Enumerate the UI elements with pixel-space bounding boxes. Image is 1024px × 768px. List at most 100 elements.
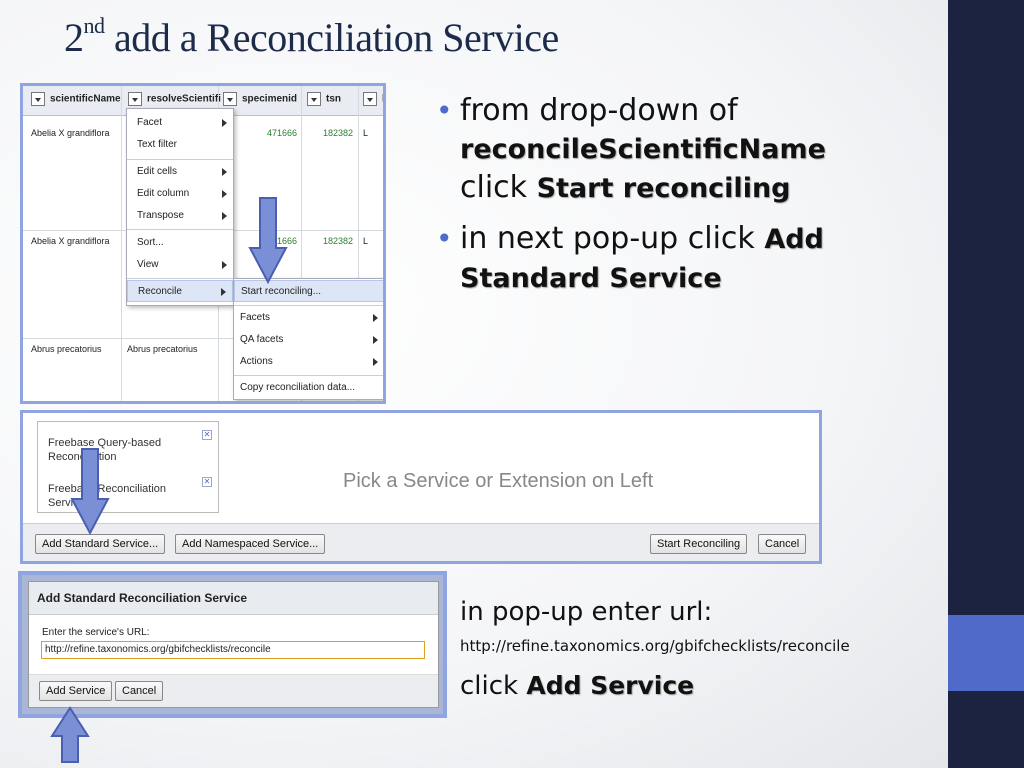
remove-service-icon[interactable]: ✕ (202, 477, 212, 487)
submenu-arrow-icon (222, 168, 227, 176)
title-ordinal: nd (83, 12, 106, 38)
column-label: resolveScientifi (147, 93, 221, 105)
url-input[interactable]: http://refine.taxonomics.org/gbifcheckli… (41, 641, 425, 659)
submenu-arrow-icon (373, 358, 378, 366)
menu-item-copy-reconciliation-data[interactable]: Copy reconciliation data... (234, 377, 383, 399)
menu-item-facets[interactable]: Facets (234, 307, 383, 329)
menu-item-reconcile[interactable]: Reconcile (127, 280, 233, 302)
dialog-footer: Add Service Cancel (29, 674, 438, 707)
dropdown-icon[interactable] (128, 92, 142, 106)
menu-item-facet[interactable]: Facet (127, 112, 233, 134)
dropdown-icon[interactable] (307, 92, 321, 106)
column-header-specimenid[interactable]: specimenid (223, 92, 297, 110)
menu-item-actions[interactable]: Actions (234, 351, 383, 373)
menu-item-view[interactable]: View (127, 254, 233, 276)
bullet-item: • in next pop-up click Add Standard Serv… (436, 220, 866, 298)
note-url: http://refine.taxonomics.org/gbifcheckli… (460, 637, 850, 655)
menu-item-transpose[interactable]: Transpose (127, 205, 233, 227)
menu-separator (127, 229, 233, 230)
submenu-arrow-icon (222, 212, 227, 220)
note-click: click Add Service (460, 671, 694, 701)
add-namespaced-service-button[interactable]: Add Namespaced Service... (175, 534, 326, 554)
submenu-arrow-icon (222, 261, 227, 269)
bullet-bold-text: Add Standard Service (460, 224, 824, 294)
column-label: b (382, 94, 383, 105)
menu-item-label: Edit cells (137, 166, 178, 177)
reconcile-submenu: Start reconciling... Facets QA facets Ac… (233, 278, 383, 400)
table-cell: Abrus precatorius (127, 344, 198, 354)
column-header-b[interactable]: b (363, 92, 383, 110)
column-label: specimenid (242, 93, 298, 105)
submenu-arrow-icon (222, 119, 227, 127)
menu-item-label: Transpose (137, 210, 184, 221)
menu-item-label: Edit column (137, 188, 190, 199)
menu-separator (234, 305, 383, 306)
add-service-dialog: Add Standard Reconciliation Service Ente… (28, 581, 439, 708)
menu-item-text-filter[interactable]: Text filter (127, 134, 233, 156)
column-header-scientificname[interactable]: scientificName (31, 92, 121, 110)
menu-item-sort[interactable]: Sort... (127, 232, 233, 254)
bullet-item: • from drop-down of reconcileScientificN… (436, 92, 866, 208)
grid-divider (358, 86, 359, 401)
column-label: tsn (326, 93, 341, 105)
menu-item-label: View (137, 259, 159, 270)
start-reconciling-button[interactable]: Start Reconciling (650, 534, 748, 554)
table-cell: Abelia X grandiflora (31, 128, 110, 138)
service-item[interactable]: Freebase Query-based Reconciliation (48, 437, 162, 463)
submenu-arrow-icon (373, 336, 378, 344)
table-cell: 471666 (266, 236, 297, 246)
cancel-button[interactable]: Cancel (758, 534, 807, 554)
column-header-resolve[interactable]: resolveScientifi (128, 92, 221, 110)
dialog-title: Add Standard Reconciliation Service (29, 582, 438, 615)
menu-item-label: Reconcile (138, 286, 182, 297)
title-text: add a Reconciliation Service (104, 15, 559, 60)
submenu-arrow-icon (221, 288, 226, 296)
dialog-footer: Add Standard Service... Add Namespaced S… (23, 523, 819, 561)
dropdown-icon[interactable] (223, 92, 237, 106)
submenu-arrow-icon (222, 190, 227, 198)
bullet-text: in next pop-up click (460, 221, 765, 256)
remove-service-icon[interactable]: ✕ (202, 430, 212, 440)
dropdown-icon[interactable] (363, 92, 377, 106)
note-click-bold: Add Service (526, 671, 695, 700)
bullet-bold-text: Start reconciling (536, 173, 791, 204)
add-service-button[interactable]: Add Service (39, 681, 113, 701)
title-number: 2 (64, 15, 84, 60)
table-cell: L (363, 128, 369, 138)
menu-item-label: Copy reconciliation data... (240, 382, 356, 393)
placeholder-message: Pick a Service or Extension on Left (343, 470, 654, 492)
grid-divider (23, 338, 383, 339)
bullet-list: • from drop-down of reconcileScientificN… (436, 92, 866, 306)
dropdown-icon[interactable] (31, 92, 45, 106)
table-cell: Abelia X grandiflora (31, 236, 110, 246)
service-list: Freebase Query-based Reconciliation ✕ Fr… (37, 421, 219, 513)
bullet-text: from drop-down of (460, 93, 738, 128)
bullet-bold-text: reconcileScientificName (460, 134, 826, 165)
menu-separator (127, 278, 233, 279)
menu-item-edit-cells[interactable]: Edit cells (127, 161, 233, 183)
url-label: Enter the service's URL: (42, 627, 150, 638)
menu-item-label: Text filter (137, 139, 178, 150)
cancel-button[interactable]: Cancel (115, 681, 164, 701)
menu-separator (234, 375, 383, 376)
menu-item-label: Sort... (137, 237, 164, 248)
bullet-dot-icon: • (436, 94, 453, 127)
menu-item-qa-facets[interactable]: QA facets (234, 329, 383, 351)
add-standard-service-button[interactable]: Add Standard Service... (35, 534, 166, 554)
add-service-dialog-screenshot: Add Standard Reconciliation Service Ente… (18, 571, 447, 718)
note-click-prefix: click (460, 671, 527, 701)
refine-grid-screenshot: scientificName resolveScientifi specimen… (20, 83, 386, 404)
menu-item-start-reconciling[interactable]: Start reconciling... (234, 280, 383, 302)
table-cell: L (363, 236, 369, 246)
bullet-dot-icon: • (436, 222, 453, 255)
table-cell: 471666 (266, 128, 297, 138)
table-cell: Abrus precatorius (31, 344, 102, 354)
menu-item-label: QA facets (240, 334, 284, 345)
slide-title: 2nd add a Reconciliation Service (64, 12, 559, 61)
column-header-tsn[interactable]: tsn (307, 92, 341, 110)
menu-item-label: Facets (240, 312, 271, 323)
menu-item-edit-column[interactable]: Edit column (127, 183, 233, 205)
service-picker-screenshot: Freebase Query-based Reconciliation ✕ Fr… (20, 410, 822, 564)
note-enter-url: in pop-up enter url: (460, 597, 713, 627)
pointer-arrow-icon (248, 197, 288, 285)
